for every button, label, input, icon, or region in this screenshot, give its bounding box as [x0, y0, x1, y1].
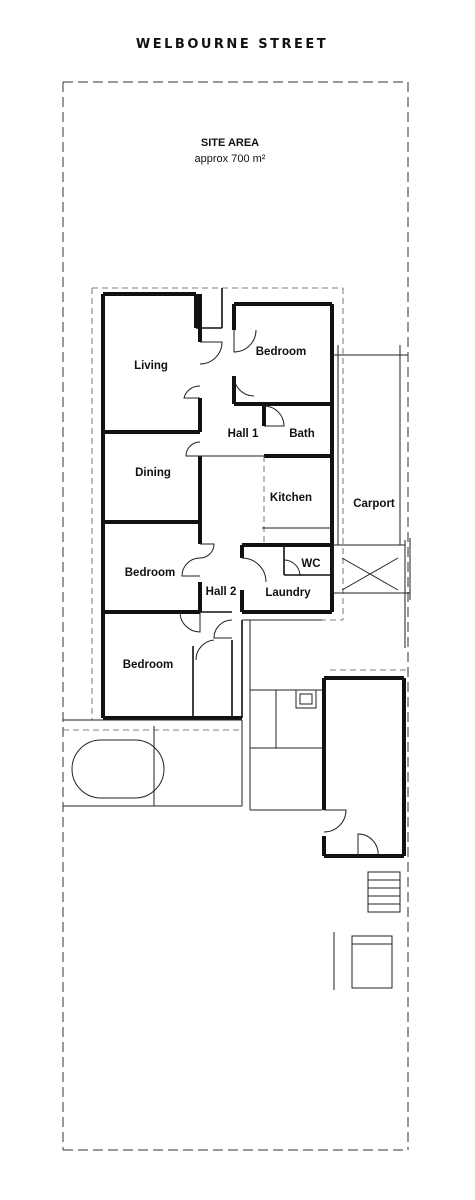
site-area-title: SITE AREA [201, 137, 259, 149]
room-label-wc: WC [301, 558, 320, 570]
room-label-living: Living [134, 360, 168, 372]
room-label-kitchen: Kitchen [270, 492, 312, 504]
paved-area [242, 619, 322, 811]
room-label-bath: Bath [289, 428, 315, 440]
room-label-bedroom-1: Bedroom [256, 346, 306, 358]
room-label-hall-2: Hall 2 [206, 586, 237, 598]
site-boundary [62, 81, 409, 1151]
shed [322, 669, 410, 858]
street-name-label: WELBOURNE STREET [136, 37, 328, 52]
outdoor-structures [333, 871, 401, 990]
room-label-bedroom-2: Bedroom [125, 567, 175, 579]
site-area-value: approx 700 m² [195, 153, 266, 165]
room-label-laundry: Laundry [265, 587, 311, 599]
carport-structure [332, 345, 411, 648]
pool-shape [71, 739, 165, 799]
doors [179, 329, 301, 661]
room-label-carport: Carport [353, 498, 395, 510]
room-label-hall-1: Hall 1 [228, 428, 259, 440]
house-walls [101, 288, 334, 720]
room-label-dining: Dining [135, 467, 171, 479]
room-labels: Living Bedroom Hall 1 Bath Dining Kitche… [123, 346, 395, 671]
room-label-bedroom-3: Bedroom [123, 659, 173, 671]
rear-patio [63, 719, 243, 807]
